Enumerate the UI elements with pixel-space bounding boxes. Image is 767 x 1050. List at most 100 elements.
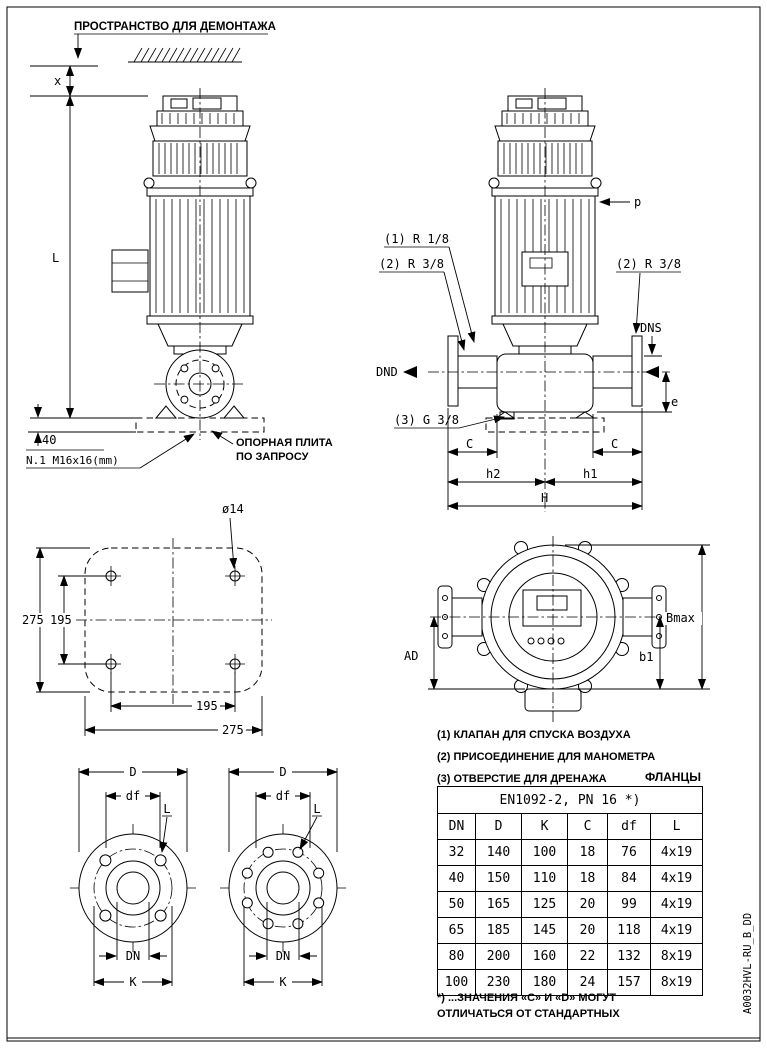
hole-dia-label: ø14	[222, 502, 244, 516]
cell: 4x19	[650, 865, 703, 892]
cell: 80	[437, 943, 476, 970]
plate-dim-195-left: 195	[50, 613, 72, 627]
dim-e-label: e	[671, 395, 678, 409]
baseplate-dashed	[135, 417, 265, 433]
table-header-row: DN D K C df L	[437, 813, 703, 840]
cell: 20	[567, 891, 608, 918]
note-1: (1) КЛАПАН ДЛЯ СПУСКА ВОЗДУХА	[437, 729, 631, 741]
legend-notes: (1) КЛАПАН ДЛЯ СПУСКА ВОЗДУХА (2) ПРИСОЕ…	[437, 729, 701, 785]
flange-dim-K: K	[129, 975, 137, 989]
table-standard-row: EN1092-2, PN 16 *)	[437, 786, 703, 814]
conn2-left-label: (2) R 3/8	[379, 257, 444, 271]
flange-dim-L: L	[163, 802, 170, 816]
dim-40-label: 40	[42, 433, 56, 447]
cell: 110	[521, 865, 568, 892]
terminal-box-top	[522, 589, 582, 627]
cell: 24	[567, 969, 608, 996]
conn3-label: (3) G 3/8	[394, 413, 459, 427]
flange-table: EN1092-2, PN 16 *) DN D K C df L 32 140 …	[437, 786, 703, 996]
left-dimension-chain: x L 40 N.1 M16x16(mm)	[26, 65, 195, 469]
bolt-note-label: N.1 M16x16(mm)	[26, 454, 119, 467]
col-header-c: C	[567, 813, 608, 840]
cell: 140	[475, 839, 522, 866]
terminal-box-side	[111, 249, 149, 293]
dns-label: DNS	[640, 321, 662, 335]
flange-dim-df: df	[126, 789, 140, 803]
cell: 200	[475, 943, 522, 970]
baseplate-dashed-side	[485, 417, 605, 433]
cell: 118	[607, 917, 651, 944]
side-view-dimensions: C C h2 h1 H	[447, 408, 643, 510]
flange-dim-DN: DN	[276, 949, 290, 963]
cell: 99	[607, 891, 651, 918]
cell: 160	[521, 943, 568, 970]
cell: 50	[437, 891, 476, 918]
cell: 84	[607, 865, 651, 892]
plate-dim-195-bottom: 195	[196, 699, 218, 713]
dim-b1-label: b1	[639, 650, 653, 664]
table-footnote-line1: *) ...ЗНАЧЕНИЯ «C» И «D» МОГУТ	[437, 992, 616, 1004]
dim-p-label: p	[634, 195, 641, 209]
flange-dim-K: K	[279, 975, 287, 989]
cell: 4x19	[650, 891, 703, 918]
dim-H-label: H	[541, 491, 548, 505]
table-row: 40 150 110 18 84 4x19	[437, 865, 703, 892]
foot-left	[154, 405, 178, 419]
cell: 32	[437, 839, 476, 866]
note-3: (3) ОТВЕРСТИЕ ДЛЯ ДРЕНАЖА	[437, 773, 607, 785]
plate-dim-275-left: 275	[22, 613, 44, 627]
dismantling-space-annotation: ПРОСТРАНСТВО ДЛЯ ДЕМОНТАЖА	[74, 21, 276, 63]
cell: 20	[567, 917, 608, 944]
dim-c-right-label: C	[611, 437, 618, 451]
flow-arrow-discharge	[403, 366, 417, 378]
flanges-caption: ФЛАНЦЫ	[645, 770, 701, 784]
table-row: 80 200 160 22 132 8x19	[437, 943, 703, 970]
table-row: 65 185 145 20 118 4x19	[437, 917, 703, 944]
cell: 150	[475, 865, 522, 892]
flange-dim-DN: DN	[126, 949, 140, 963]
cell: 100	[437, 969, 476, 996]
cell: 76	[607, 839, 651, 866]
col-header-k: K	[521, 813, 568, 840]
cell: 22	[567, 943, 608, 970]
plate-dim-275-bottom: 275	[222, 723, 244, 737]
dismantling-space-label: ПРОСТРАНСТВО ДЛЯ ДЕМОНТАЖА	[74, 21, 276, 33]
cell: 18	[567, 839, 608, 866]
cell: 4x19	[650, 839, 703, 866]
dim-ad-label: AD	[404, 649, 418, 663]
flange-dim-D: D	[129, 765, 136, 779]
cell: 40	[437, 865, 476, 892]
flange-drawing-8hole: D df L DN K	[220, 765, 346, 989]
suction-flange	[631, 335, 643, 407]
cell: 157	[607, 969, 651, 996]
cell: 18	[567, 865, 608, 892]
side-view-pump	[428, 88, 670, 512]
cell: 8x19	[650, 943, 703, 970]
dim-x-label: x	[54, 74, 61, 88]
table-row: 100 230 180 24 157 8x19	[437, 969, 703, 996]
table-footnote-line2: ОТЛИЧАТЬСЯ ОТ СТАНДАРТНЫХ	[437, 1008, 620, 1020]
conn1-label: (1) R 1/8	[384, 232, 449, 246]
hatch-pattern	[133, 47, 241, 63]
flange-standard: EN1092-2, PN 16 *)	[437, 786, 703, 814]
dim-L-label: L	[52, 251, 59, 265]
front-view-pump	[111, 88, 265, 440]
flow-arrow-suction	[645, 366, 659, 378]
cell: 132	[607, 943, 651, 970]
foot-right	[222, 405, 246, 419]
dnd-label: DND	[376, 365, 398, 379]
flange-dim-D: D	[279, 765, 286, 779]
conn2-right-label: (2) R 3/8	[616, 257, 681, 271]
flange-drawing-4hole: D df L DN K	[70, 765, 196, 989]
cell: 100	[521, 839, 568, 866]
cell: 185	[475, 917, 522, 944]
baseplate-plan-view: ø14 275 195 195 275	[20, 502, 272, 737]
cell: 4x19	[650, 917, 703, 944]
col-header-l: L	[650, 813, 703, 840]
dim-h2-label: h2	[486, 467, 500, 481]
cell: 8x19	[650, 969, 703, 996]
flange-dim-L: L	[313, 802, 320, 816]
top-view-pump: Bmax b1 AD	[404, 536, 710, 722]
